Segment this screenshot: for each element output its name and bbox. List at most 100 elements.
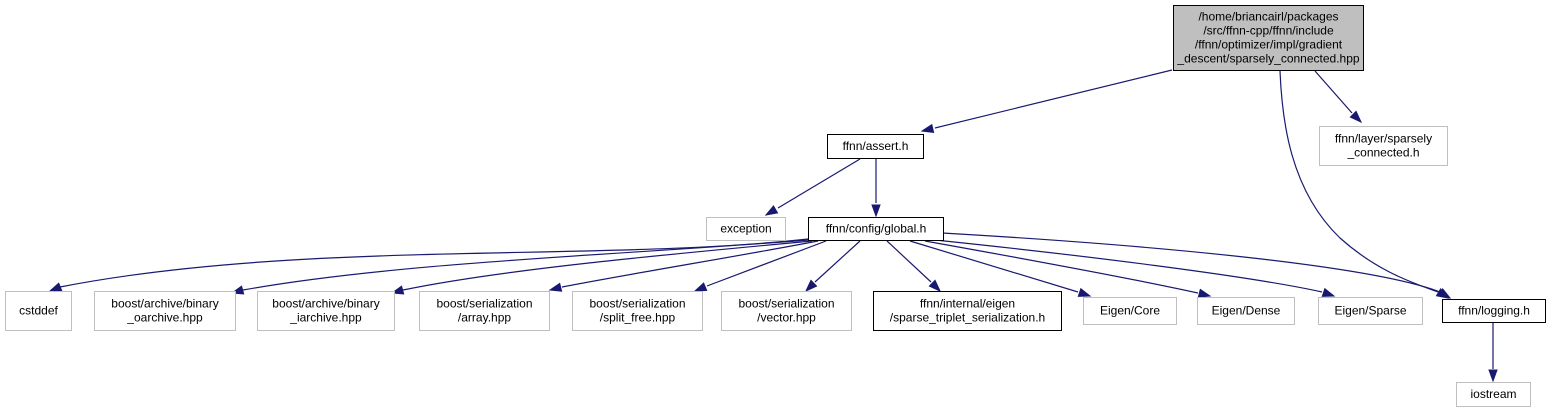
node-label-line: _connected.h [1346, 146, 1419, 160]
edge-config_global_h-to-cstddef [48, 238, 809, 292]
node-label-line: ffnn/assert.h [843, 139, 909, 153]
edge-line [934, 69, 1173, 129]
edge-line [934, 239, 1323, 293]
node-label-line: Eigen/Core [1100, 304, 1160, 318]
edge-arrowhead [1488, 369, 1498, 383]
edge-line [1279, 70, 1439, 293]
node-label-line: _iarchive.hpp [289, 311, 362, 325]
node-label-line: /array.hpp [458, 311, 511, 325]
node-box [706, 217, 786, 241]
node-label-line: boost/serialization [436, 297, 532, 311]
node-label-line: cstddef [19, 304, 58, 318]
node-label-line: /split_free.hpp [600, 311, 676, 325]
edge-config_global_h-to-eigen_core [909, 240, 1092, 297]
edge-root-to-assert_h [920, 69, 1173, 134]
edge-config_global_h-to-eigen_dense [924, 240, 1212, 298]
node-label-line: Eigen/Sparse [1334, 304, 1406, 318]
node-box [5, 291, 72, 331]
node-box [1319, 126, 1448, 166]
node-box [1197, 297, 1295, 325]
node-label-line: /sparse_triplet_serialization.h [890, 311, 1045, 325]
edge-arrowhead [1437, 288, 1452, 299]
node-label-line: iostream [1470, 387, 1516, 401]
node-label-line: /home/briancairl/packages [1198, 10, 1338, 24]
node-box [1442, 299, 1546, 323]
node-label-line: /src/ffnn-cpp/ffnn/include [1203, 24, 1334, 38]
node-root[interactable]: /home/briancairl/packages/src/ffnn-cpp/f… [1173, 5, 1364, 71]
edge-config_global_h-to-serialization_split_free [693, 240, 827, 292]
node-box [1083, 297, 1177, 325]
node-layer-sparsely-connected-h: ffnn/layer/sparsely_connected.h [1319, 126, 1448, 166]
edge-line [561, 240, 819, 288]
edge-config_global_h-to-logging_h [941, 232, 1452, 299]
edge-arrowhead [693, 282, 708, 292]
node-label-line: _descent/sparsely_connected.hpp [1176, 52, 1359, 66]
edge-assert_h-to-exception [764, 158, 861, 216]
edge-line [402, 240, 813, 291]
node-label-line: ffnn/logging.h [1458, 304, 1530, 318]
node-logging-h[interactable]: ffnn/logging.h [1442, 299, 1546, 323]
edge-arrowhead [1321, 287, 1336, 297]
edge-config_global_h-to-serialization_vector [804, 240, 861, 293]
node-label-line: Eigen/Dense [1212, 304, 1281, 318]
node-label-line: /ffnn/optimizer/impl/gradient [1195, 38, 1343, 52]
node-label-line: /vector.hpp [757, 311, 816, 325]
node-serialization-array: boost/serialization/array.hpp [419, 291, 550, 331]
edge-arrowhead [1349, 110, 1363, 124]
node-assert-h[interactable]: ffnn/assert.h [827, 134, 924, 159]
edge-line [706, 240, 827, 287]
node-cstddef: cstddef [5, 291, 72, 331]
edge-config_global_h-to-eigen_sparse [934, 239, 1336, 297]
edge-line [941, 232, 1441, 293]
edge-arrowhead [764, 205, 779, 216]
node-label-line: boost/serialization [589, 297, 685, 311]
edge-line [777, 158, 861, 209]
node-label-line: boost/archive/binary [111, 297, 218, 311]
node-box [873, 291, 1062, 331]
edge-config_global_h-to-binary_oarchive [230, 239, 810, 295]
node-label-line: boost/archive/binary [272, 297, 379, 311]
node-exception: exception [706, 217, 786, 241]
node-box [94, 291, 236, 331]
edge-line [924, 240, 1199, 294]
node-label-line: ffnn/config/global.h [826, 222, 927, 236]
node-label-line: boost/serialization [738, 297, 834, 311]
node-label-line: exception [720, 222, 771, 236]
node-binary-iarchive: boost/archive/binary_iarchive.hpp [257, 291, 395, 331]
edge-line [242, 239, 810, 291]
edge-arrowhead [1077, 287, 1092, 297]
node-eigen-core: Eigen/Core [1083, 297, 1177, 325]
node-layer: /home/briancairl/packages/src/ffnn-cpp/f… [5, 5, 1546, 407]
edge-line [814, 240, 861, 283]
edge-config_global_h-to-binary_iarchive [390, 240, 813, 295]
node-binary-oarchive: boost/archive/binary_oarchive.hpp [94, 291, 236, 331]
edge-config_global_h-to-serialization_array [548, 240, 819, 292]
edge-arrowhead [1197, 288, 1212, 298]
edge-line [886, 240, 932, 283]
node-label-line: ffnn/internal/eigen [920, 297, 1015, 311]
edge-root-to-layer_sparsely_connected_h [1314, 70, 1363, 124]
node-serialization-split-free: boost/serialization/split_free.hpp [572, 291, 703, 331]
edge-line [1314, 70, 1353, 114]
edge-arrowhead [48, 282, 63, 292]
node-label-line: ffnn/layer/sparsely [1335, 132, 1432, 146]
edge-arrowhead [871, 204, 881, 218]
node-box [1318, 297, 1423, 325]
edge-layer [48, 69, 1498, 383]
node-box [1173, 5, 1364, 71]
node-sparse-triplet-serialization[interactable]: ffnn/internal/eigen/sparse_triplet_seria… [873, 291, 1062, 331]
edge-arrowhead [804, 279, 818, 293]
node-config-global-h[interactable]: ffnn/config/global.h [808, 217, 944, 241]
node-serialization-vector: boost/serialization/vector.hpp [721, 291, 852, 331]
node-box [1456, 382, 1531, 407]
node-iostream: iostream [1456, 382, 1531, 407]
node-eigen-dense: Eigen/Dense [1197, 297, 1295, 325]
edge-arrowhead [920, 123, 935, 134]
node-box [419, 291, 550, 331]
edge-line [909, 240, 1079, 293]
edge-logging_h-to-iostream [1488, 323, 1498, 383]
edge-config_global_h-to-sparse_triplet_serialization [886, 240, 942, 293]
node-box [827, 134, 924, 159]
node-box [808, 217, 944, 241]
node-eigen-sparse: Eigen/Sparse [1318, 297, 1423, 325]
